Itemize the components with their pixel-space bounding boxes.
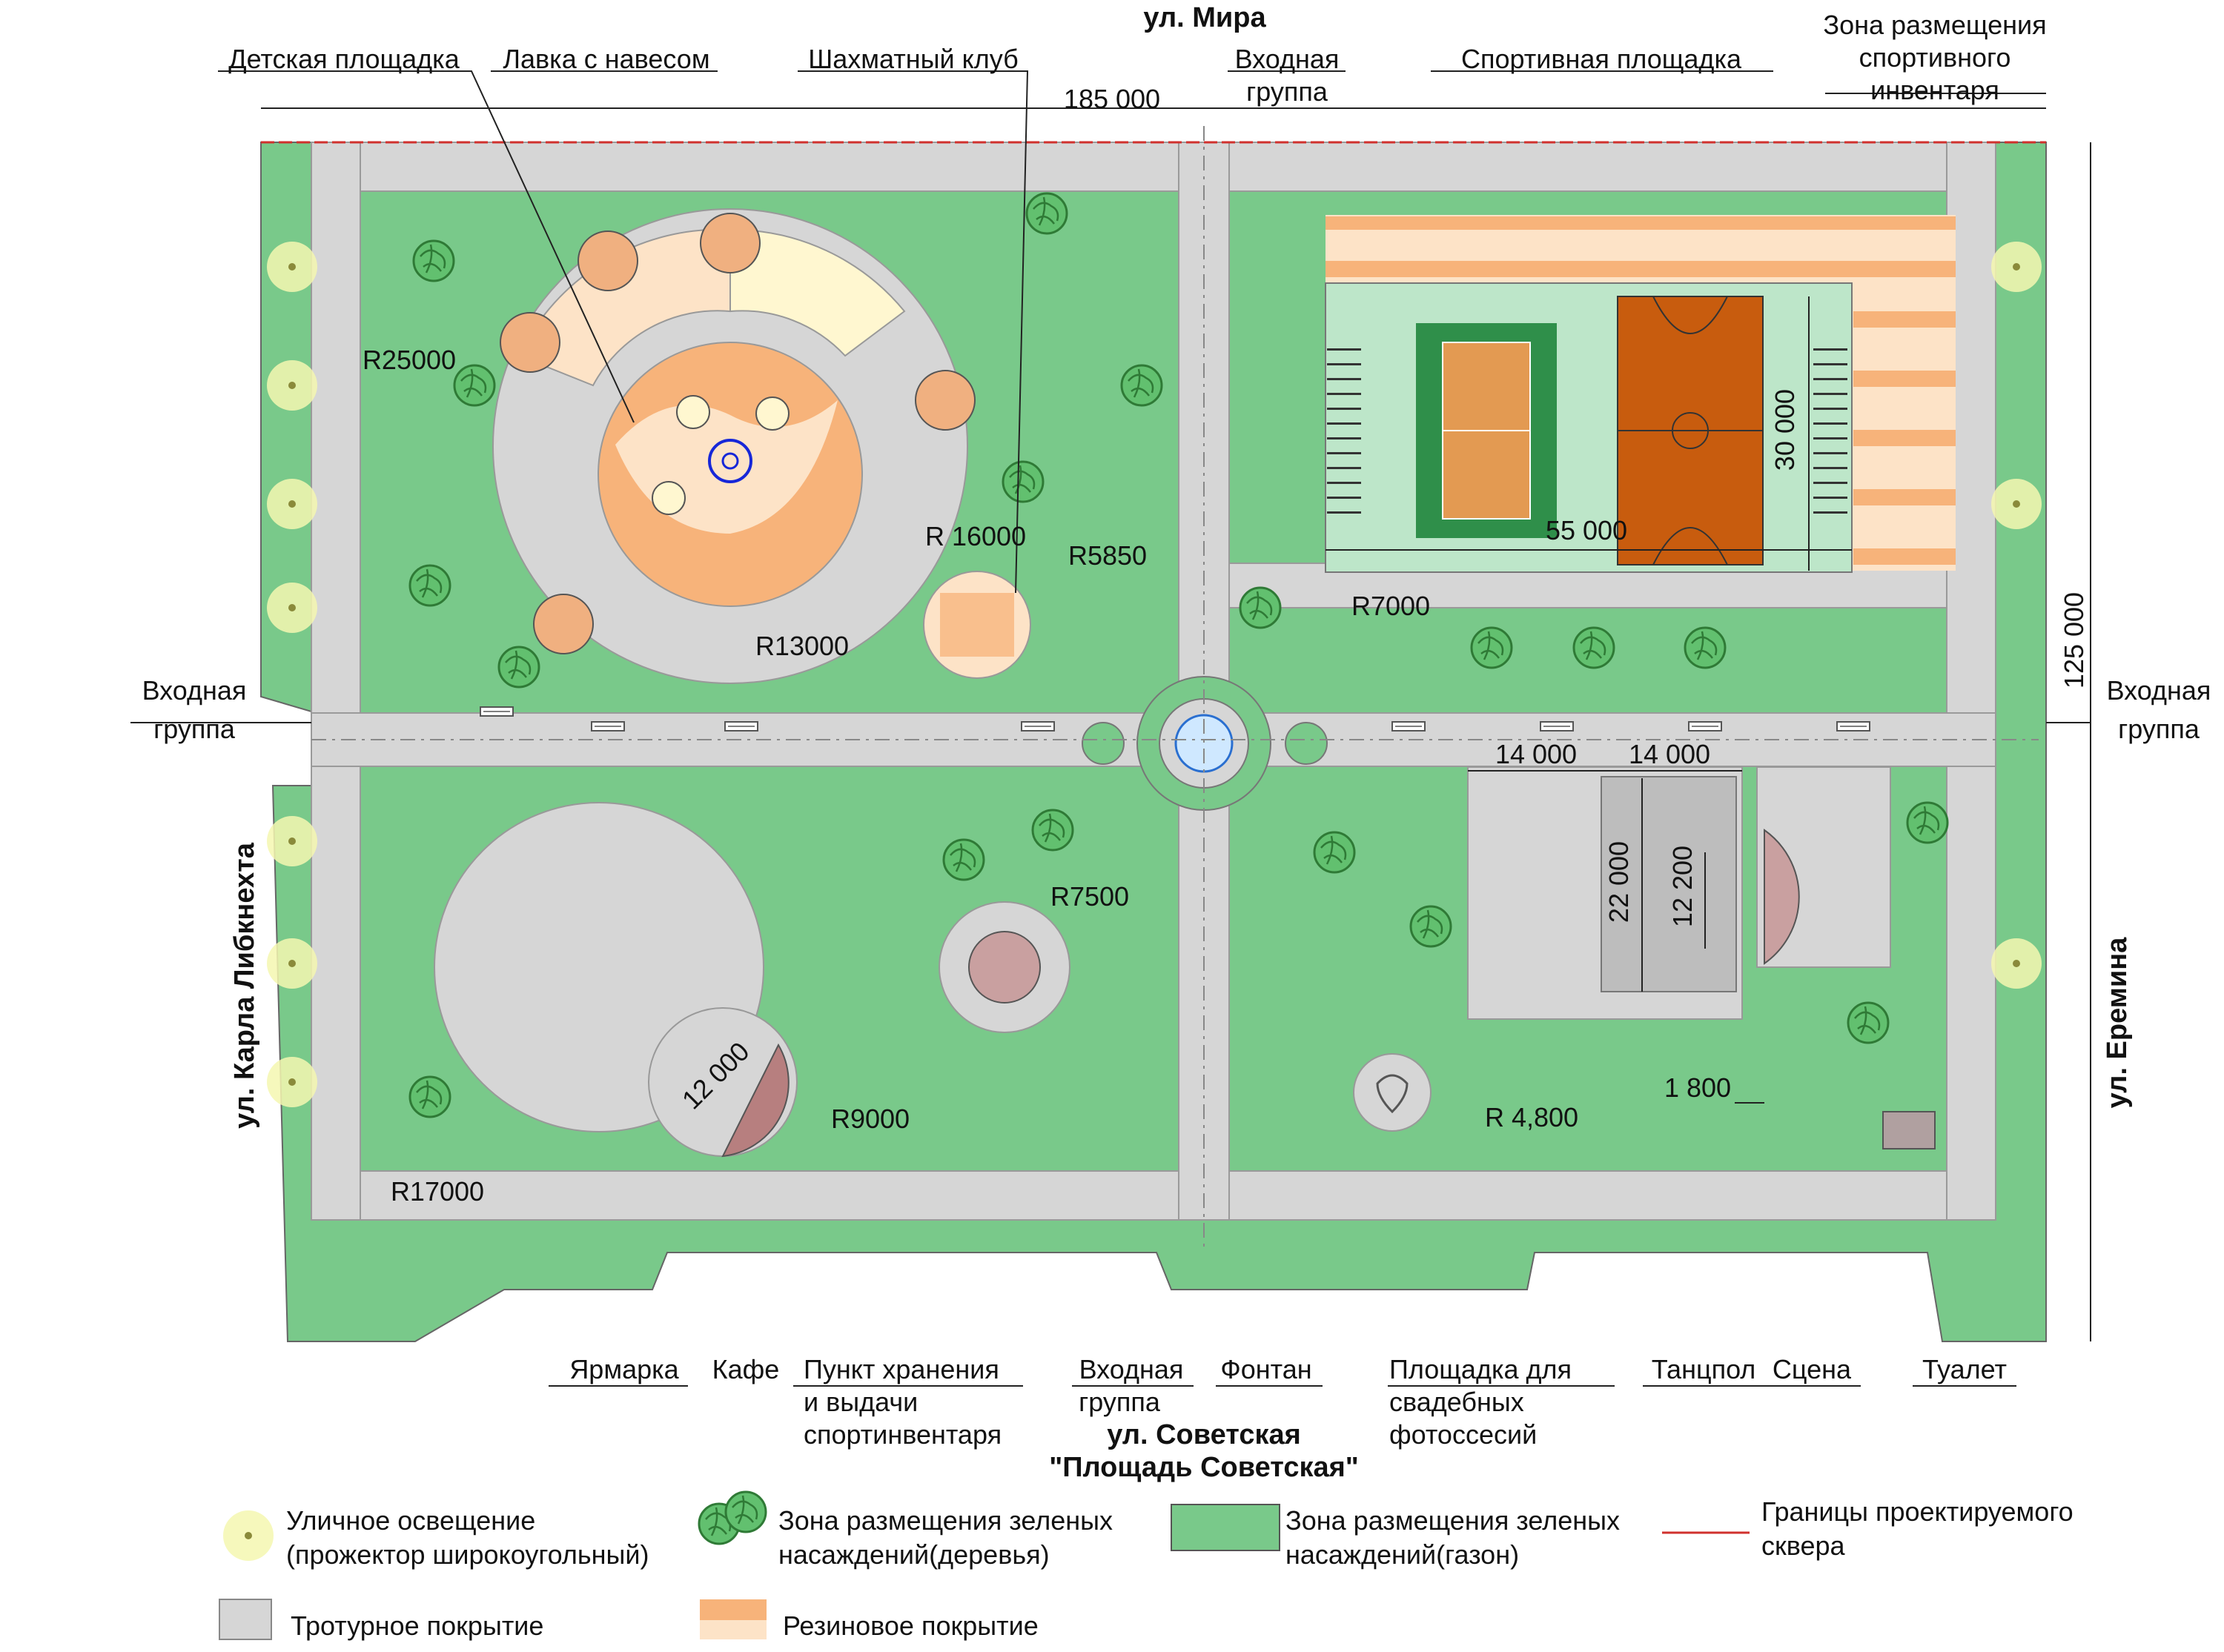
legend-pavement-swatch bbox=[219, 1599, 272, 1640]
legend-border-line2: сквера bbox=[1761, 1530, 1846, 1561]
callout-wedding-3: фотоссесий bbox=[1389, 1419, 1537, 1450]
legend-border-line1: Границы проектируемого bbox=[1761, 1496, 2074, 1527]
dim-court-width: 55 000 bbox=[1546, 515, 1627, 545]
dim-dance-w1: 14 000 bbox=[1495, 739, 1577, 769]
street-bottom: ул. Советская bbox=[1107, 1419, 1301, 1450]
sports-zone bbox=[1325, 215, 1956, 573]
street-right: ул. Еремина bbox=[2102, 937, 2133, 1109]
radius-16000: R 16000 bbox=[925, 521, 1026, 551]
dim-stage-height: 12 200 bbox=[1667, 846, 1698, 927]
callout-rental-2: и выдачи bbox=[804, 1387, 918, 1417]
legend-pavement-label: Тротурное покрытие bbox=[291, 1610, 543, 1641]
wedding-zone bbox=[1353, 1053, 1432, 1132]
dim-dance-w2: 14 000 bbox=[1629, 739, 1710, 769]
radius-13000: R13000 bbox=[755, 631, 849, 661]
legend-trees-line2: насаждений(деревья) bbox=[778, 1539, 1050, 1570]
dim-total-width: 185 000 bbox=[1064, 84, 1160, 114]
street-bottom-sub: "Площадь Советская" bbox=[1049, 1452, 1359, 1483]
radius-17000: R17000 bbox=[391, 1176, 484, 1207]
dim-dance-height: 22 000 bbox=[1604, 841, 1634, 923]
path-centerline bbox=[311, 126, 2039, 1253]
callout-sport: Спортивная площадка bbox=[1461, 44, 1742, 74]
callout-inventory-1: Зона размещения bbox=[1823, 10, 2046, 40]
callout-entry-bottom-1: Входная bbox=[1079, 1354, 1184, 1384]
kids-zone bbox=[492, 208, 976, 684]
callout-entry-right-2: группа bbox=[2118, 714, 2200, 744]
callout-entry-left-2: группа bbox=[153, 714, 236, 744]
legend-rubber-label: Резиновое покрытие bbox=[783, 1610, 1039, 1641]
callout-entry-left-1: Входная bbox=[142, 675, 247, 706]
dim-court-height: 30 000 bbox=[1770, 389, 1800, 471]
dance-stage-zone bbox=[1467, 766, 1891, 1020]
radius-4800: R 4,800 bbox=[1485, 1102, 1578, 1132]
callout-wedding-1: Площадка для bbox=[1389, 1354, 1572, 1384]
radius-25000: R25000 bbox=[363, 345, 456, 375]
callout-bench: Лавка с навесом bbox=[503, 44, 709, 74]
callout-kids: Детская площадка bbox=[228, 44, 460, 74]
callout-wedding-2: свадебных bbox=[1389, 1387, 1524, 1417]
street-left: ул. Карла Либкнехта bbox=[229, 842, 260, 1129]
radius-7500: R7500 bbox=[1050, 881, 1129, 912]
leader-lines bbox=[130, 70, 2091, 1387]
legend-trees-icon bbox=[698, 1490, 767, 1545]
street-top: ул. Мира bbox=[1143, 2, 1266, 33]
legend-lawn-swatch bbox=[1171, 1504, 1280, 1551]
legend-lighting-line2: (прожектор широкоугольный) bbox=[286, 1539, 649, 1570]
toilet bbox=[1882, 1111, 1936, 1150]
dimension-lines bbox=[261, 107, 2091, 1341]
callout-fair: Ярмарка bbox=[569, 1354, 679, 1384]
chess-club bbox=[923, 571, 1031, 679]
callout-chess: Шахматный клуб bbox=[808, 44, 1019, 74]
legend-lawn-line2: насаждений(газон) bbox=[1285, 1539, 1519, 1570]
legend-lighting-line1: Уличное освещение bbox=[286, 1505, 535, 1536]
legend-trees-line1: Зона размещения зеленых bbox=[778, 1505, 1113, 1536]
legend-lighting-icon bbox=[223, 1510, 274, 1561]
callout-inventory-3: инвентаря bbox=[1870, 75, 1999, 105]
legend-panel bbox=[219, 1490, 1750, 1640]
callout-entry-bottom-2: группа bbox=[1079, 1387, 1161, 1417]
cafe-zone bbox=[648, 1007, 798, 1158]
callout-fountain: Фонтан bbox=[1220, 1354, 1311, 1384]
dim-gap: 1 800 bbox=[1664, 1072, 1731, 1103]
callout-entry-right-1: Входная bbox=[2107, 675, 2211, 706]
dim-total-height: 125 000 bbox=[2059, 592, 2089, 689]
rental-zone bbox=[939, 901, 1070, 1033]
legend-lawn-line1: Зона размещения зеленых bbox=[1285, 1505, 1620, 1536]
radius-5850: R5850 bbox=[1068, 540, 1147, 571]
callout-entry-top-2: группа bbox=[1246, 76, 1328, 107]
radius-7000: R7000 bbox=[1351, 591, 1430, 621]
callout-rental-3: спортинвентаря bbox=[804, 1419, 1002, 1450]
callout-rental-1: Пункт хранения bbox=[804, 1354, 999, 1384]
radius-9000: R9000 bbox=[831, 1104, 910, 1134]
callout-toilet: Туалет bbox=[1922, 1354, 2007, 1384]
callout-entry-top-1: Входная bbox=[1235, 44, 1340, 74]
callout-stage: Сцена bbox=[1773, 1354, 1852, 1384]
fountain bbox=[1082, 676, 1328, 811]
callout-dance: Танцпол bbox=[1652, 1354, 1756, 1384]
callout-inventory-2: спортивного bbox=[1859, 42, 2011, 73]
callout-cafe: Кафе bbox=[712, 1354, 780, 1384]
legend-rubber-swatch bbox=[700, 1599, 767, 1639]
